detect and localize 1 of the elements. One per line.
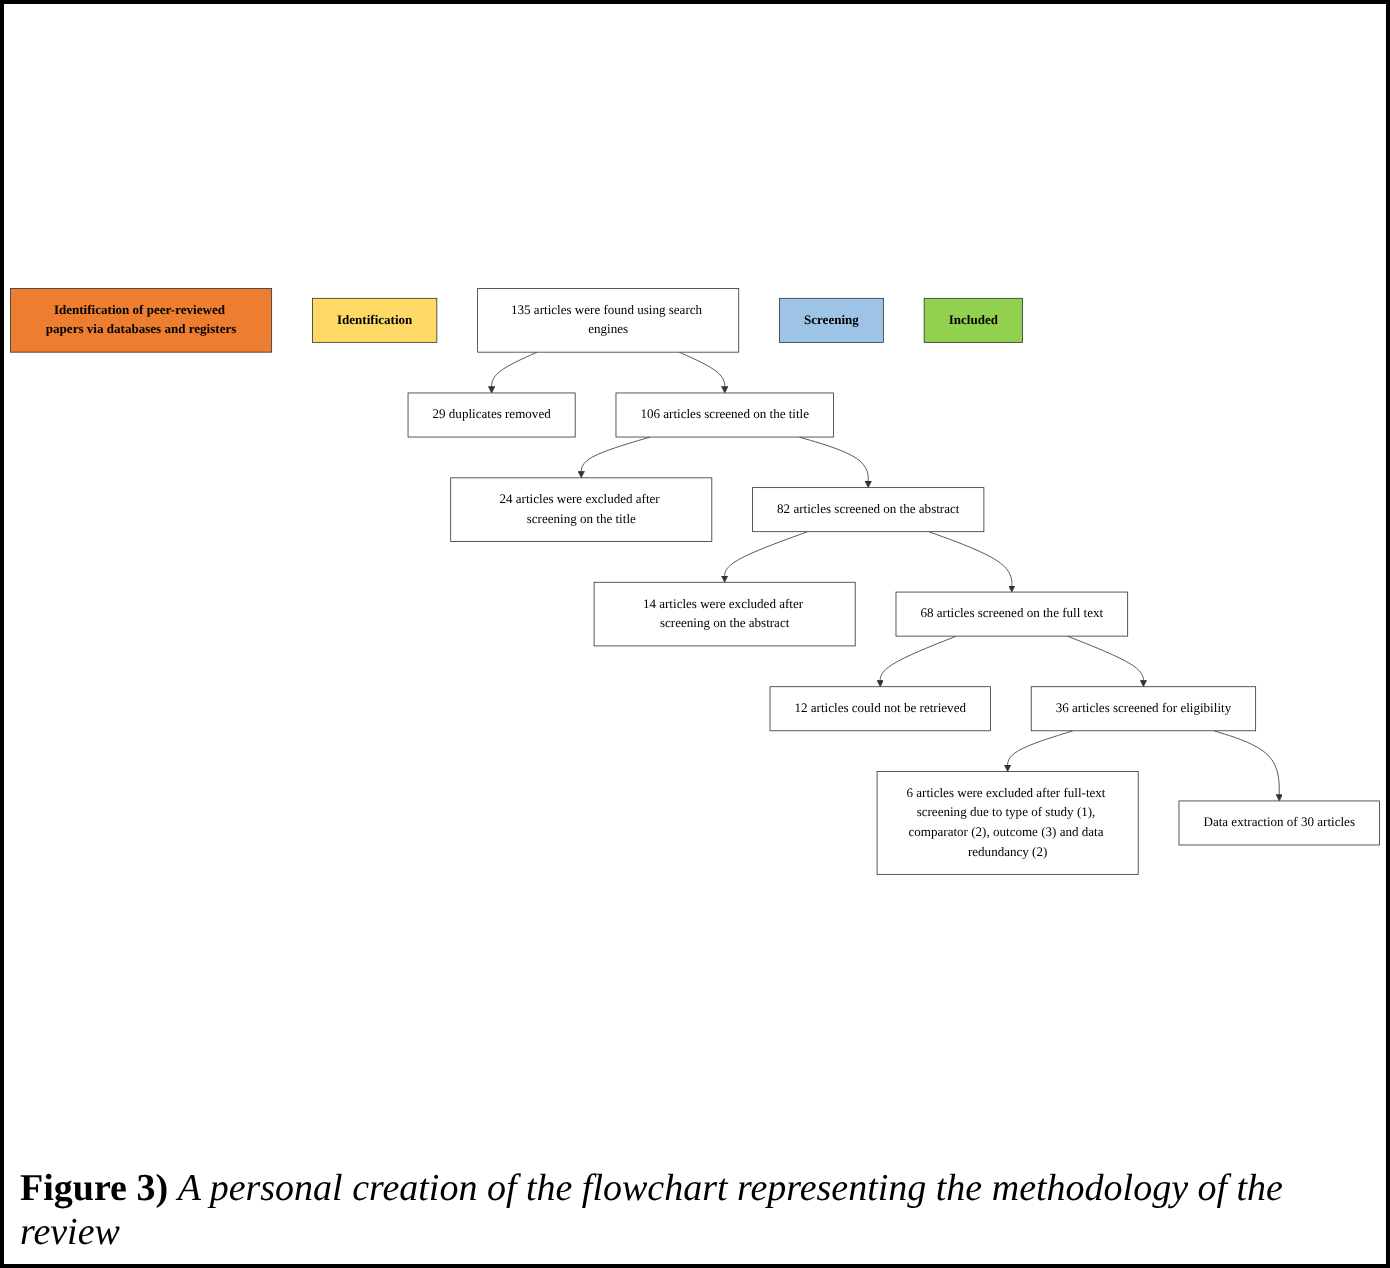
figure-caption: Figure 3) A personal creation of the flowchart representing the methodology of the review [18,1166,1285,1258]
